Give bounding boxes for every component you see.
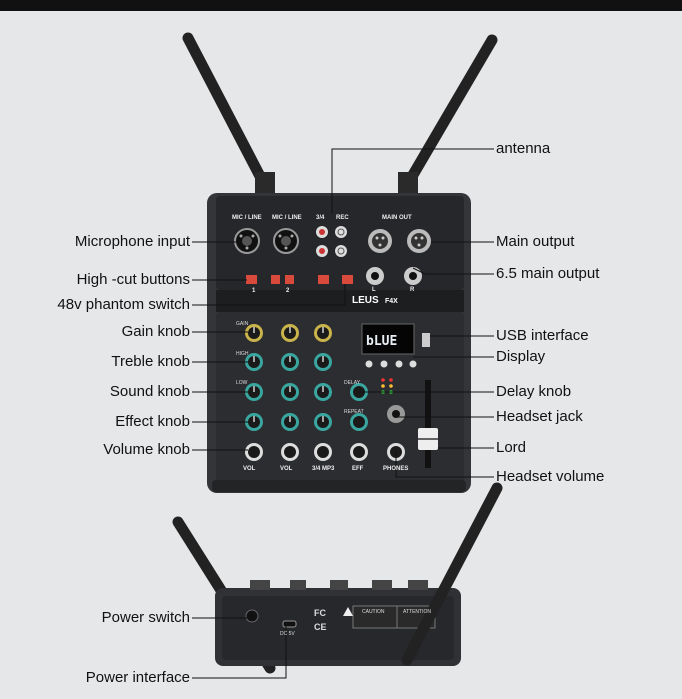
label-low: LOW (236, 380, 248, 386)
callout-phantom-switch: 48v phantom switch (57, 296, 190, 313)
leader-lines (192, 148, 494, 679)
callout-power-switch: Power switch (101, 609, 190, 626)
display-readout: bLUE (366, 334, 397, 349)
callout-headset-jack: Headset jack (496, 408, 583, 425)
mic-input-2 (273, 228, 299, 254)
volume-knob-ch1[interactable] (245, 443, 263, 461)
callout-antenna: antenna (496, 140, 551, 157)
knob-ch3-low[interactable] (314, 383, 332, 401)
eff-volume-knob[interactable] (350, 443, 368, 461)
callout-headset-volume: Headset volume (496, 468, 605, 485)
volume-knob-ch3[interactable] (314, 443, 332, 461)
label-main-out: MAIN OUT (382, 215, 412, 221)
label-vol-2: VOL (280, 466, 293, 472)
callout-high-cut-buttons: High -cut buttons (76, 271, 190, 288)
usb-port (422, 333, 430, 347)
mic-input-1 (234, 228, 260, 254)
label-ce: CE (314, 622, 327, 632)
main-out-65-jacks (366, 267, 422, 285)
master-fader (418, 380, 438, 468)
callout-main-output-65: 6.5 main output (496, 265, 600, 282)
knob-ch3-gain[interactable] (314, 324, 332, 342)
callout-treble-knob: Treble knob (111, 353, 190, 370)
model-label: F4X (385, 298, 398, 305)
callout-microphone-input: Microphone input (74, 233, 190, 250)
label-ch-2: 2 (286, 288, 290, 294)
label-in-34: 3/4 (316, 215, 325, 221)
repeat-knob-dial[interactable] (350, 413, 368, 431)
label-34-mp3: 3/4 MP3 (312, 466, 335, 472)
rca-jacks (316, 226, 347, 257)
top-black-bar (0, 0, 682, 11)
label-rec: REC (336, 215, 349, 221)
callout-delay-knob: Delay knob (496, 383, 572, 400)
knob-ch3-eff[interactable] (314, 413, 332, 431)
mixer-front-body (207, 193, 471, 493)
knob-ch1-gain[interactable] (245, 324, 263, 342)
label-gain: GAIN (236, 321, 249, 327)
label-fc: FC (314, 608, 326, 618)
knob-ch1-eff[interactable] (245, 413, 263, 431)
knob-ch2-low[interactable] (281, 383, 299, 401)
callout-power-interface: Power interface (85, 669, 190, 686)
headset-jack-port (387, 405, 405, 423)
display-panel (361, 323, 415, 355)
callout-lord: Lord (496, 439, 527, 456)
label-high: HIGH (236, 351, 249, 357)
label-phones: PHONES (383, 466, 408, 472)
display-buttons (365, 360, 417, 368)
label-out-r: R (410, 287, 415, 293)
mixer-back-body (215, 580, 461, 666)
label-eff: EFF (352, 466, 364, 472)
antenna-back-right (401, 482, 503, 666)
label-ch-1: 1 (252, 288, 256, 294)
knob-ch2-gain[interactable] (281, 324, 299, 342)
label-repeat: REPEAT (344, 409, 364, 415)
callout-usb-interface: USB interface (496, 327, 589, 344)
knob-ch2-high[interactable] (281, 353, 299, 371)
knob-ch1-high[interactable] (245, 353, 263, 371)
label-delay: DELAY (344, 380, 361, 386)
label-caution: CAUTION (362, 609, 385, 615)
knob-ch1-low[interactable] (245, 383, 263, 401)
brand-label: LEUS (352, 295, 379, 306)
callout-main-output: Main output (496, 233, 575, 250)
label-dc: DC 5V (280, 631, 295, 637)
callout-gain-knob: Gain knob (121, 323, 190, 340)
label-vol-1: VOL (243, 466, 256, 472)
label-mic-line-1: MIC / LINE (232, 215, 262, 221)
volume-knob-ch2[interactable] (281, 443, 299, 461)
callout-sound-knob: Sound knob (109, 383, 190, 400)
label-attention: ATTENTION (403, 609, 431, 615)
callout-effect-knob: Effect knob (115, 413, 190, 430)
callout-volume-knob: Volume knob (103, 441, 190, 458)
antenna-right (398, 34, 498, 198)
red-buttons (246, 275, 353, 284)
knob-ch3-high[interactable] (314, 353, 332, 371)
label-mic-line-2: MIC / LINE (272, 215, 302, 221)
knob-ch2-eff[interactable] (281, 413, 299, 431)
callout-display: Display (496, 348, 546, 365)
label-out-l: L (372, 287, 376, 293)
main-out-xlr (368, 229, 431, 253)
antenna-left (182, 32, 275, 198)
